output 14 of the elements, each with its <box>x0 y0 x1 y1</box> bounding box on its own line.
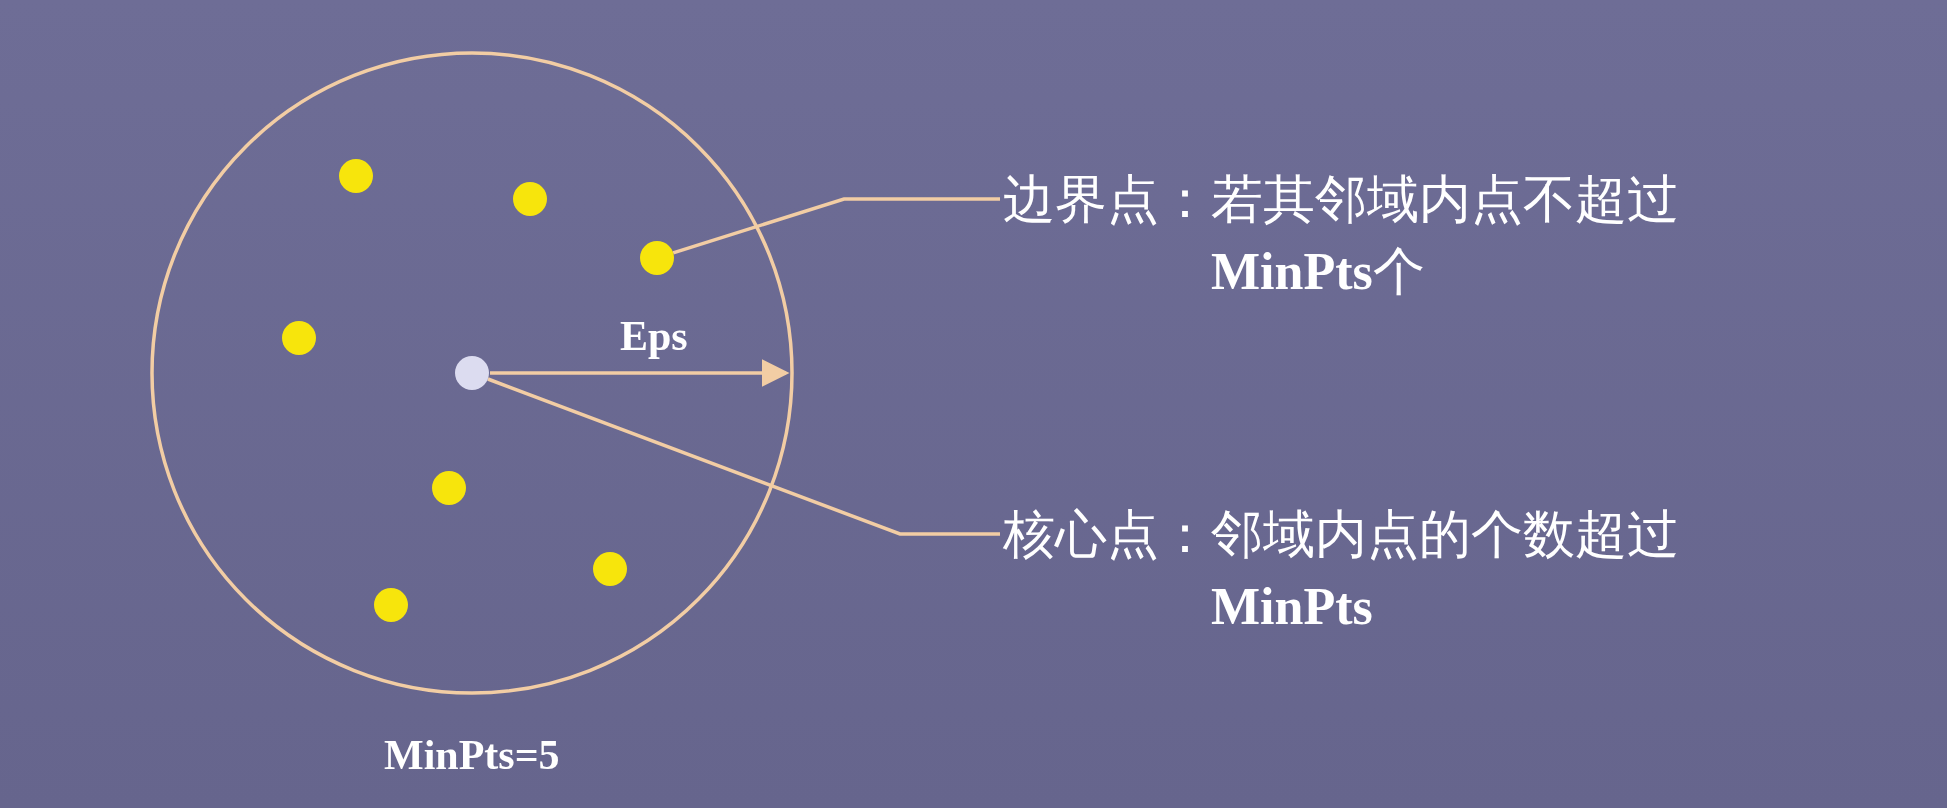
leader-line <box>487 377 1000 536</box>
data-point <box>339 159 373 193</box>
leader-line <box>672 197 1000 255</box>
data-point <box>374 588 408 622</box>
data-point <box>513 182 547 216</box>
data-point <box>282 321 316 355</box>
data-point <box>640 241 674 275</box>
data-point <box>593 552 627 586</box>
annotation-text: 核心点：邻域内点的个数超过MinPts <box>1003 498 1703 643</box>
annotation-text: 边界点：若其邻域内点不超过MinPts个 <box>1003 163 1703 308</box>
radius-label: Eps <box>620 312 688 360</box>
data-point <box>455 356 489 390</box>
parameter-label: MinPts=5 <box>384 731 560 779</box>
data-point <box>432 471 466 505</box>
